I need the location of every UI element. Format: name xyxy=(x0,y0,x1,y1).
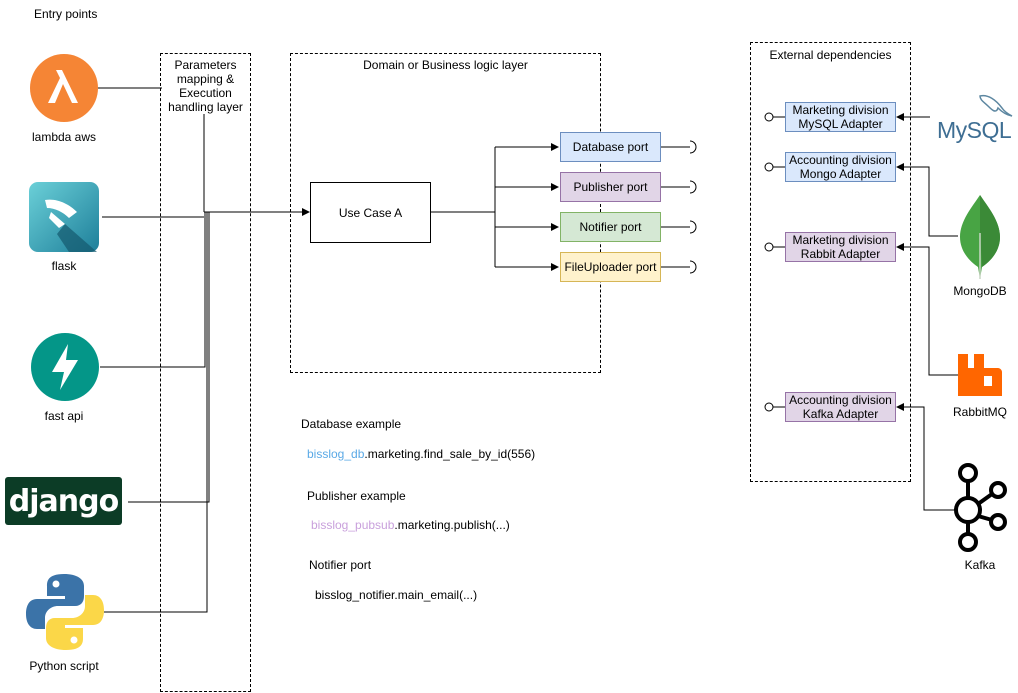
rabbitmq-icon xyxy=(958,352,1002,398)
database-example-code: bisslog_db.marketing.find_sale_by_id(556… xyxy=(307,447,535,461)
rabbit-adapter-label: Marketing division Rabbit Adapter xyxy=(792,233,889,261)
edge-python xyxy=(104,212,208,613)
flask-label: flask xyxy=(51,259,77,273)
lambda-label: lambda aws xyxy=(31,130,97,144)
use-case-a-label: Use Case A xyxy=(338,205,403,220)
database-example-title: Database example xyxy=(301,417,402,431)
notifier-example-title: Notifier port xyxy=(309,558,372,572)
mongodb-icon xyxy=(958,193,1002,279)
mongo-adapter-label: Accounting division Mongo Adapter xyxy=(789,153,892,181)
mapping-layer-container xyxy=(160,53,251,692)
domain-layer-title: Domain or Business logic layer xyxy=(363,58,528,72)
publisher-port[interactable]: Publisher port xyxy=(560,172,661,202)
database-port-label: Database port xyxy=(572,140,649,154)
notifier-example-code: bisslog_notifier.main_email(...) xyxy=(315,588,478,602)
django-logo-text: django xyxy=(8,483,119,519)
publisher-example-prefix: bisslog_pubsub xyxy=(311,518,395,532)
notifier-port[interactable]: Notifier port xyxy=(560,212,661,242)
fileuploader-port[interactable]: FileUploader port xyxy=(560,252,661,282)
publisher-example-rest: .marketing.publish(...) xyxy=(394,518,510,532)
mysql-logo: MySQL xyxy=(936,92,1016,143)
mongo-adapter[interactable]: Accounting division Mongo Adapter xyxy=(785,152,896,182)
edge-rabbit xyxy=(896,243,958,376)
publisher-example-title: Publisher example xyxy=(307,489,406,503)
mysql-adapter-label: Marketing division MySQL Adapter xyxy=(792,103,889,131)
notifier-port-label: Notifier port xyxy=(579,220,642,234)
mysql-adapter[interactable]: Marketing division MySQL Adapter xyxy=(785,102,896,132)
edge-fastapi xyxy=(100,212,206,368)
kafka-label: Kafka xyxy=(964,558,996,572)
mongodb-label: MongoDB xyxy=(953,284,1007,298)
publisher-example-code: bisslog_pubsub.marketing.publish(...) xyxy=(311,518,510,532)
python-label: Python script xyxy=(29,659,99,673)
kafka-icon xyxy=(952,460,1008,552)
fastapi-label: fast api xyxy=(44,409,84,423)
python-icon xyxy=(25,572,105,652)
fileuploader-port-label: FileUploader port xyxy=(564,260,657,274)
external-deps-container xyxy=(750,42,911,482)
fastapi-icon xyxy=(30,332,100,402)
entry-points-title: Entry points xyxy=(34,7,98,21)
database-example-prefix: bisslog_db xyxy=(307,447,365,461)
flask-icon xyxy=(29,182,99,252)
mysql-logo-text: MySQL xyxy=(937,117,1012,143)
django-logo: django xyxy=(5,477,122,525)
external-deps-title: External dependencies xyxy=(769,48,892,62)
rabbitmq-label: RabbitMQ xyxy=(952,405,1008,419)
kafka-adapter[interactable]: Accounting division Kafka Adapter xyxy=(785,392,896,422)
database-port[interactable]: Database port xyxy=(560,132,661,162)
edge-django xyxy=(128,212,210,503)
publisher-port-label: Publisher port xyxy=(573,180,648,194)
kafka-adapter-label: Accounting division Kafka Adapter xyxy=(789,393,892,421)
rabbit-adapter[interactable]: Marketing division Rabbit Adapter xyxy=(785,232,896,262)
edge-mongo xyxy=(896,163,958,237)
mapping-layer-title: Parameters mapping & Execution handling … xyxy=(162,58,249,114)
use-case-a-box[interactable]: Use Case A xyxy=(310,182,431,243)
database-example-rest: .marketing.find_sale_by_id(556) xyxy=(364,447,536,461)
lambda-icon xyxy=(29,53,99,123)
